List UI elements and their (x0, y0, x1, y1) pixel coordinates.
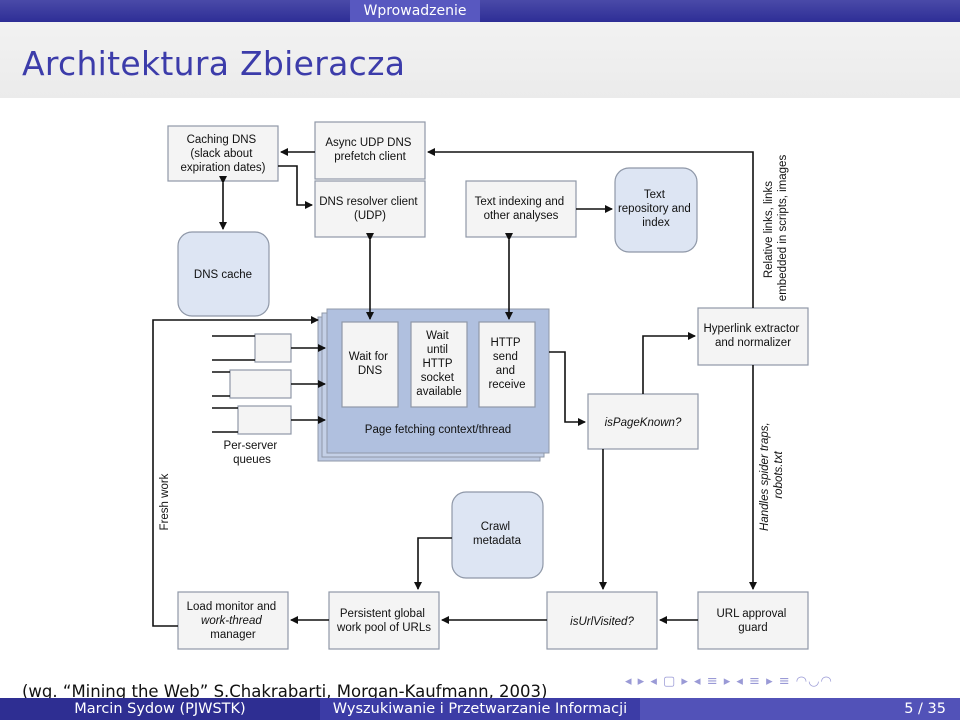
wait-http-socket-box (410, 321, 468, 408)
load-monitor-line: work-thread (201, 615, 262, 627)
page-fetching-label: Page fetching context/thread (365, 424, 511, 436)
svg-text:HTTP send and rece: HTTP send and receive (488, 337, 525, 391)
text-repo-line: index (642, 217, 670, 229)
svg-text:Relative links, links embe: Relative links, links embedded in script… (763, 155, 789, 302)
beamer-navigation-icons[interactable]: ◂ ▸ ◂ ▢ ▸ ◂ ≡ ▸ ◂ ≡ ▸ ≡ ◠◡◠ (625, 674, 833, 689)
dns-cache-label: DNS cache (194, 269, 252, 281)
caching-dns-line: expiration dates) (180, 162, 265, 174)
http-send-line: receive (488, 379, 525, 391)
text-indexing-line: other analyses (484, 210, 559, 222)
svg-text:Crawl metadata: Crawl metadata (473, 521, 522, 547)
text-indexing-box (465, 180, 577, 238)
handles-traps-line: robots.txt (773, 451, 785, 499)
svg-text:Hyperlink extractor and no: Hyperlink extractor and normalizer (703, 323, 802, 349)
text-repo-line: Text (644, 189, 666, 201)
svg-text:Persistent global work poo: Persistent global work pool of URLs (336, 608, 431, 634)
wait-http-line: socket (421, 372, 455, 384)
reference-citation: (wg. “Mining the Web” S.Chakrabarti, Mor… (22, 682, 548, 701)
per-server-line: queues (233, 454, 271, 466)
connectors (152, 148, 757, 627)
url-approval-line: URL approval (716, 608, 786, 620)
url-approval-guard-box (697, 591, 809, 650)
caching-dns-box (167, 125, 279, 182)
queue-2 (229, 369, 292, 399)
svg-text:URL approval guard: URL approval guard (716, 608, 789, 634)
hyperlink-line: Hyperlink extractor (703, 323, 799, 335)
async-udp-line: Async UDP DNS (325, 137, 411, 149)
per-server-line: Per-server (224, 440, 278, 452)
hyperlink-line: and normalizer (715, 337, 791, 349)
wait-dns-line: DNS (358, 365, 383, 377)
hyperlink-extractor-box (697, 307, 809, 366)
svg-text:Text repository and in: Text repository and index (618, 189, 694, 229)
dns-cache-box (177, 231, 270, 317)
persistent-line: work pool of URLs (336, 622, 431, 634)
load-monitor-line: manager (210, 629, 256, 641)
nav-section-wprowadzenie[interactable]: Wprowadzenie (350, 0, 480, 22)
http-send-line: send (493, 351, 518, 363)
text-indexing-line: Text indexing and (475, 196, 565, 208)
http-send-receive-box (478, 321, 536, 408)
wait-for-dns-box (341, 321, 399, 408)
svg-text:Text indexing and other an: Text indexing and other analyses (475, 196, 568, 222)
footer-page-box: 5 / 35 (640, 698, 960, 720)
svg-text:Handles spider traps, robo: Handles spider traps, robots.txt (759, 419, 785, 531)
is-page-known-label: isPageKnown? (605, 417, 682, 429)
http-send-line: and (496, 365, 515, 377)
is-page-known-box (587, 393, 699, 450)
footer-author: Marcin Sydow (PJWSTK) (0, 698, 320, 720)
svg-text:Wait until HTTP so: Wait until HTTP socket available (416, 330, 461, 398)
wait-http-line: Wait (426, 330, 449, 342)
top-navigation-bar: Wprowadzenie (0, 0, 960, 22)
dns-resolver-line: DNS resolver client (319, 196, 418, 208)
url-approval-line: guard (738, 622, 767, 634)
relative-links-line: Relative links, links (763, 181, 775, 278)
fresh-work-label: Fresh work (159, 473, 171, 530)
wait-http-line: HTTP (422, 358, 452, 370)
caching-dns-line: (slack about (190, 148, 253, 160)
dns-resolver-box (314, 180, 426, 238)
footer-course: Wyszukiwanie i Przetwarzanie Informacji (320, 698, 640, 720)
load-monitor-line: Load monitor and (187, 601, 277, 613)
text-repository-box (614, 167, 698, 253)
slide-title: Architektura Zbieracza (22, 44, 406, 83)
footer-bar: Marcin Sydow (PJWSTK) Wyszukiwanie i Prz… (0, 698, 960, 720)
svg-text:Load monitor and work-thre: Load monitor and work-thread manager (187, 601, 280, 641)
persistent-work-pool-box (328, 591, 440, 650)
svg-text:Wait for DNS: Wait for DNS (349, 351, 391, 377)
wait-http-line: available (416, 386, 461, 398)
svg-text:Per-server queues: Per-server queues (224, 440, 281, 466)
wait-http-line: until (427, 344, 448, 356)
persistent-line: Persistent global (340, 608, 425, 620)
load-monitor-box (177, 591, 289, 650)
queue-1 (254, 333, 292, 363)
async-udp-line: prefetch client (334, 151, 406, 163)
http-send-line: HTTP (490, 337, 520, 349)
svg-text:Async UDP DNS prefetch cli: Async UDP DNS prefetch client (325, 137, 414, 163)
svg-text:Caching DNS (slack about: Caching DNS (slack about expiration date… (180, 134, 265, 174)
caching-dns-line: Caching DNS (187, 134, 257, 146)
queue-3 (237, 405, 292, 435)
handles-traps-line: Handles spider traps, (759, 422, 771, 531)
is-url-visited-label: isUrlVisited? (570, 616, 634, 628)
title-bar: Architektura Zbieracza (0, 22, 960, 98)
footer-page-number: 5 / 35 (904, 701, 946, 717)
relative-links-line: embedded in scripts, images (777, 155, 789, 302)
svg-text:DNS resolver client (UDP): DNS resolver client (UDP) (319, 196, 421, 222)
wait-dns-line: Wait for (349, 351, 388, 363)
async-udp-dns-box (314, 121, 426, 180)
crawl-metadata-box (451, 491, 544, 579)
dns-resolver-line: (UDP) (354, 210, 386, 222)
text-repo-line: repository and (618, 203, 691, 215)
crawl-meta-line: metadata (473, 535, 522, 547)
crawl-meta-line: Crawl (481, 521, 510, 533)
